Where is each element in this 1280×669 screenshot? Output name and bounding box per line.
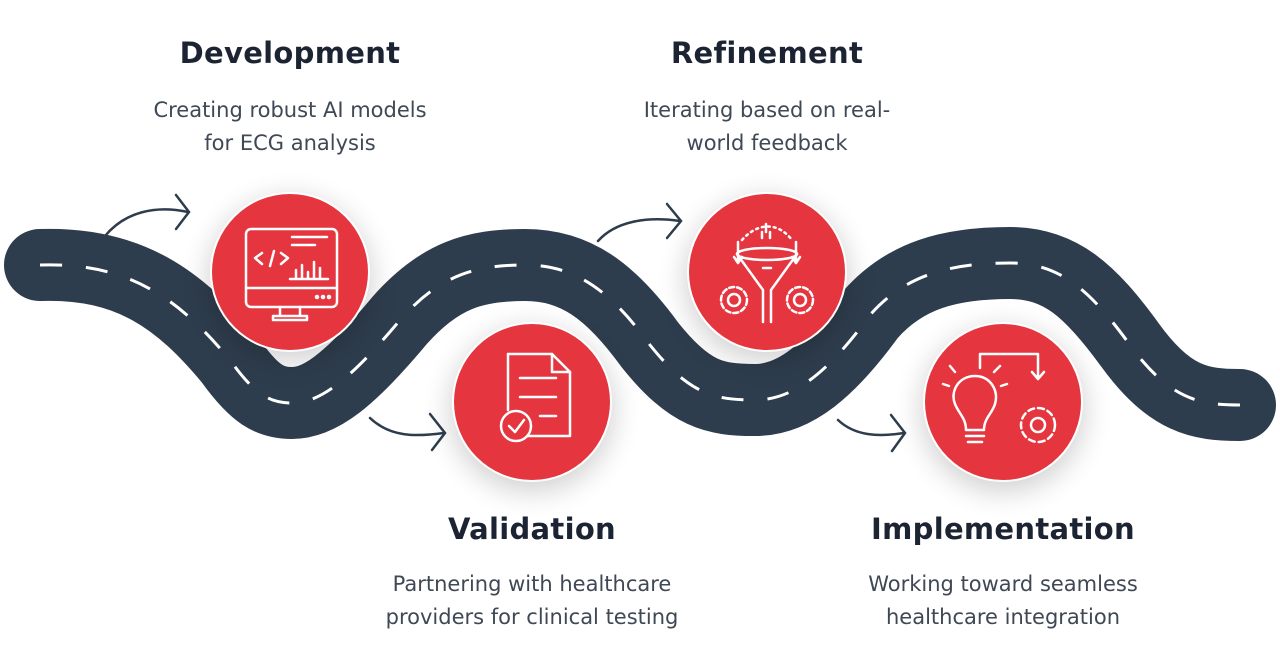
arrow-icon <box>368 412 447 452</box>
arrow-icon <box>596 202 683 243</box>
stage-title: Validation <box>447 512 616 546</box>
funnel-gears-icon <box>719 222 815 324</box>
arrow-icon <box>103 193 191 238</box>
desc-line: healthcare integration <box>885 605 1120 629</box>
stage-description: Partnering with healthcare providers for… <box>352 568 712 634</box>
stage-title: Implementation <box>871 512 1135 546</box>
arrow-icon <box>836 413 907 453</box>
desc-line: Iterating based on real- <box>643 98 891 122</box>
stage-description: Working toward seamless healthcare integ… <box>823 568 1183 634</box>
lightbulb-gear-icon <box>941 352 1057 444</box>
desc-line: Partnering with healthcare <box>392 572 672 596</box>
road-center-dashes <box>39 261 1241 407</box>
desc-line: Creating robust AI models <box>153 98 427 122</box>
desc-line: providers for clinical testing <box>385 605 679 629</box>
desc-line: Working toward seamless <box>868 572 1138 596</box>
stage-implementation: Implementation Working toward seamless h… <box>823 512 1183 634</box>
monitor-code-chart-icon <box>244 227 339 322</box>
stage-description: Iterating based on real- world feedback <box>587 94 947 160</box>
stage-title: Refinement <box>670 36 864 70</box>
refinement-circle <box>689 194 845 350</box>
document-check-icon <box>499 352 572 443</box>
stage-validation: Validation Partnering with healthcare pr… <box>352 512 712 634</box>
validation-circle <box>454 324 610 480</box>
stage-title: Development <box>179 36 401 70</box>
desc-line: world feedback <box>686 131 848 155</box>
stage-development: Development Creating robust AI models fo… <box>110 36 470 160</box>
development-circle <box>212 194 368 350</box>
stage-refinement: Refinement Iterating based on real- worl… <box>587 36 947 160</box>
desc-line: for ECG analysis <box>204 131 376 155</box>
implementation-circle <box>925 324 1081 480</box>
road <box>4 226 1276 441</box>
progress-arrows <box>103 193 907 453</box>
stage-description: Creating robust AI models for ECG analys… <box>110 94 470 160</box>
